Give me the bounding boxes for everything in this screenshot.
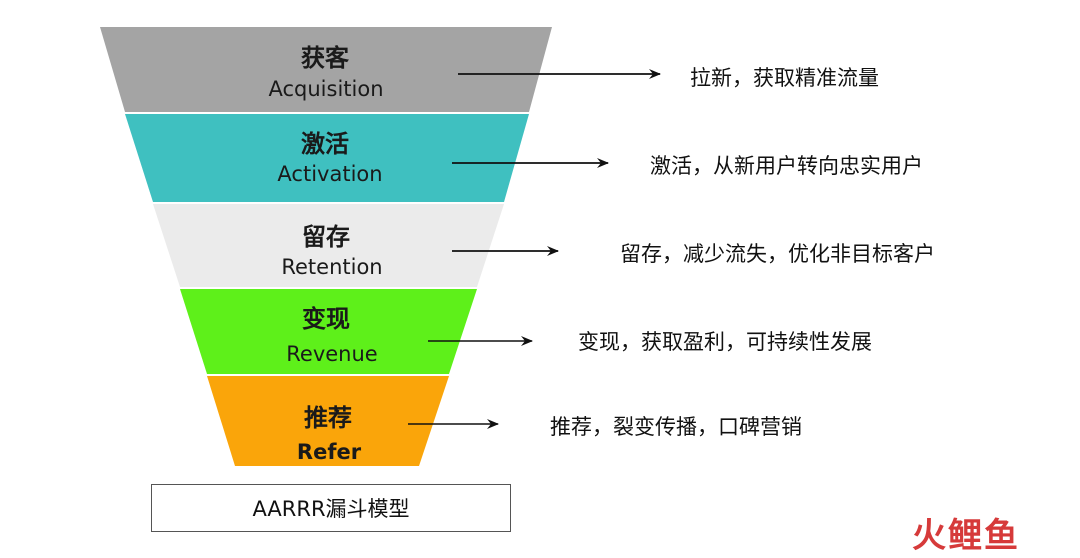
diagram-caption: AARRR漏斗模型 — [151, 484, 511, 532]
stage-title-en: Retention — [281, 255, 382, 279]
stage-title-cn: 获客 — [301, 44, 350, 72]
stage-description: 留存，减少流失，优化非目标客户 — [620, 242, 935, 266]
brand-logo: 火鲤鱼 — [912, 515, 1020, 556]
stage-title-cn: 留存 — [302, 223, 350, 251]
stage-title-cn: 激活 — [301, 130, 349, 158]
stage-title-en: Refer — [297, 440, 362, 464]
stage-description: 激活，从新用户转向忠实用户 — [650, 154, 923, 178]
stage-description: 推荐，裂变传播，口碑营销 — [550, 415, 802, 439]
stage-title-en: Acquisition — [268, 77, 383, 101]
funnel-stage-activation — [125, 114, 529, 202]
stage-title-cn: 推荐 — [304, 404, 352, 432]
funnel-stage-retention — [153, 204, 504, 287]
stage-title-cn: 变现 — [302, 305, 350, 333]
stage-description: 变现，获取盈利，可持续性发展 — [578, 330, 872, 354]
stage-title-en: Revenue — [286, 342, 377, 366]
stage-description: 拉新，获取精准流量 — [690, 66, 879, 90]
funnel-stage-revenue — [180, 289, 477, 374]
stage-title-en: Activation — [277, 162, 382, 186]
funnel-stage-refer — [207, 376, 449, 466]
funnel-stage-acquisition — [100, 27, 552, 112]
